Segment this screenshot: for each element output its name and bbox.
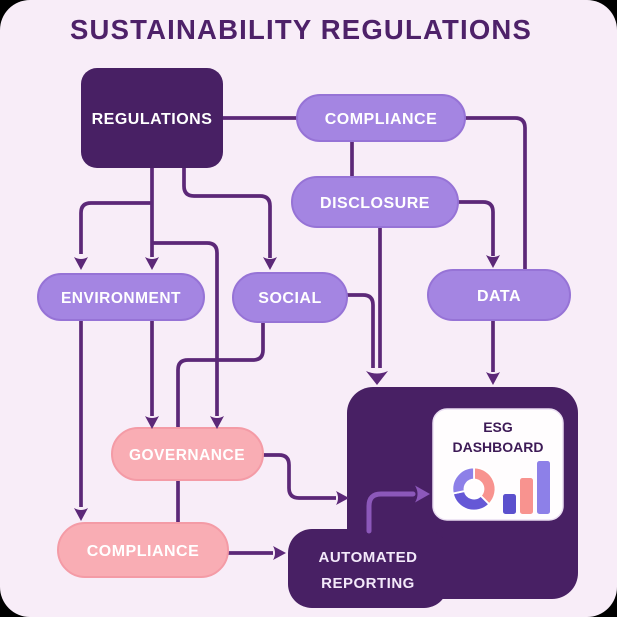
node-environment [37,273,205,321]
bar-small [503,494,516,514]
arrowhead-governance-right [210,416,224,429]
bar-tall [537,461,550,514]
edge-governance-esgbox [263,453,336,500]
edge-disclosure-data [458,200,495,256]
arrowhead-esgbox-merged [366,371,388,385]
node-governance-label: GOVERNANCE [129,447,245,464]
automated-to-dashboard-arrow-head [415,485,430,503]
node-governance [111,427,264,481]
node-regulations-label: REGULATIONS [92,111,213,128]
automated-to-dashboard-arrow-line [366,491,416,534]
donut-segment-periwinkle [451,466,475,495]
edge-regulations-environment-left [79,201,152,254]
node-data-label: DATA [477,288,521,305]
arrowhead-social [263,257,277,270]
node-regulations [81,68,223,168]
node-data [427,269,571,321]
node-compliance [296,94,466,142]
node-automated-reporting [288,529,448,608]
node-automated-reporting-line1: AUTOMATED [319,549,418,566]
donut-chart-icon [451,466,497,512]
arrowhead-data [486,255,500,268]
esg-dashboard-title-line1: ESG [483,419,513,435]
node-compliance2 [57,522,229,578]
bar-medium [520,478,533,514]
arrowhead-governance-left [145,416,159,429]
esg-dashboard-title-line2: DASHBOARD [453,439,544,455]
donut-segment-pink [473,466,497,506]
arrowhead-environment-right [145,257,159,270]
edge-regulations-governance [152,241,219,416]
edge-compliance-data [465,116,527,271]
node-compliance2-label: COMPLIANCE [87,543,200,560]
edge-social-governance [176,322,265,428]
node-environment-label: ENVIRONMENT [61,290,181,307]
automated-to-dashboard-arrow [366,485,430,534]
bar-chart-icon [503,461,550,514]
edge-social-esgbox [347,293,375,368]
arrowhead-automated [273,546,286,560]
edge-regulations-social [182,168,272,258]
arrowhead-esgbox-data [486,372,500,385]
page-title: SUSTAINABILITY REGULATIONS [70,14,532,45]
node-social-label: SOCIAL [258,290,321,307]
arrowhead-environment-left [74,257,88,270]
node-social [232,272,348,323]
arrowhead-esgbox-governance [336,491,349,505]
edges [79,116,527,555]
node-disclosure-label: DISCLOSURE [320,195,430,212]
arrowhead-compliance2 [74,508,88,521]
arrowheads [74,255,500,560]
node-automated-reporting-line2: REPORTING [321,575,415,592]
node-compliance-label: COMPLIANCE [325,111,438,128]
node-disclosure [291,176,459,228]
